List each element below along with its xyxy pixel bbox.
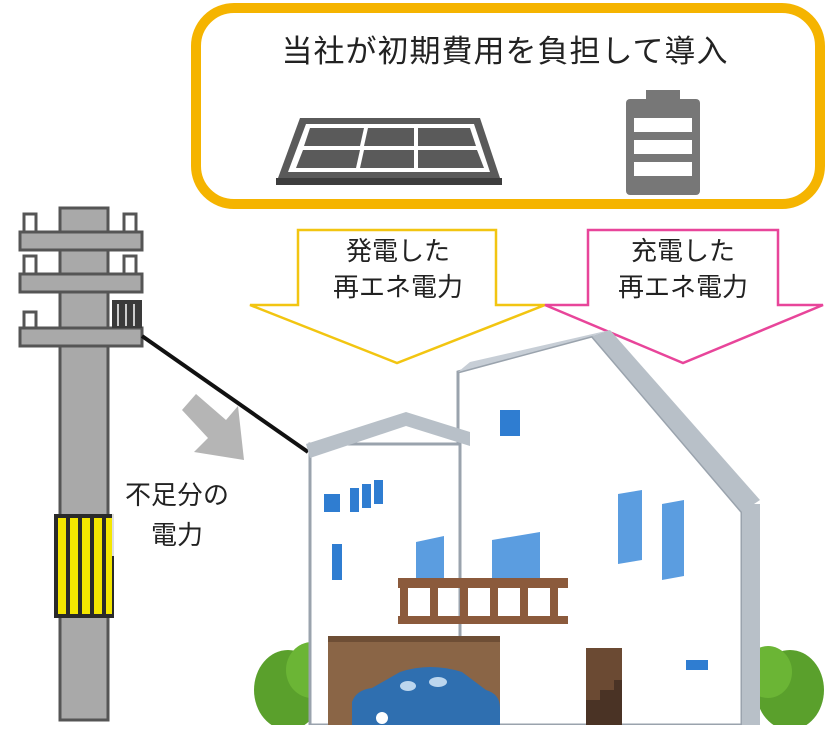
shortage-label: 不足分の 電力 <box>112 476 242 556</box>
house-illustration <box>254 330 824 729</box>
shortage-label-line2: 電力 <box>150 521 203 551</box>
title-text: 当社が初期費用を負担して導入 <box>281 34 729 70</box>
shortage-arrow <box>182 394 244 460</box>
battery-power-arrow <box>544 228 824 365</box>
solar-arrow-label-line1: 発電した <box>345 237 450 267</box>
shortage-label-line1: 不足分の <box>124 481 229 511</box>
solar-panel-icon <box>276 118 502 185</box>
car-illustration <box>352 667 500 725</box>
power-line <box>140 334 310 454</box>
solar-arrow-label-line2: 再エネ電力 <box>332 273 463 303</box>
solar-arrow-label: 発電した 再エネ電力 <box>300 234 496 306</box>
battery-icon <box>626 90 700 195</box>
solar-power-arrow <box>249 228 546 365</box>
battery-arrow-label-line2: 再エネ電力 <box>617 273 748 303</box>
utility-pole-illustration <box>18 206 144 722</box>
battery-arrow-label: 充電した 再エネ電力 <box>588 234 778 306</box>
battery-arrow-label-line1: 充電した <box>630 237 735 267</box>
